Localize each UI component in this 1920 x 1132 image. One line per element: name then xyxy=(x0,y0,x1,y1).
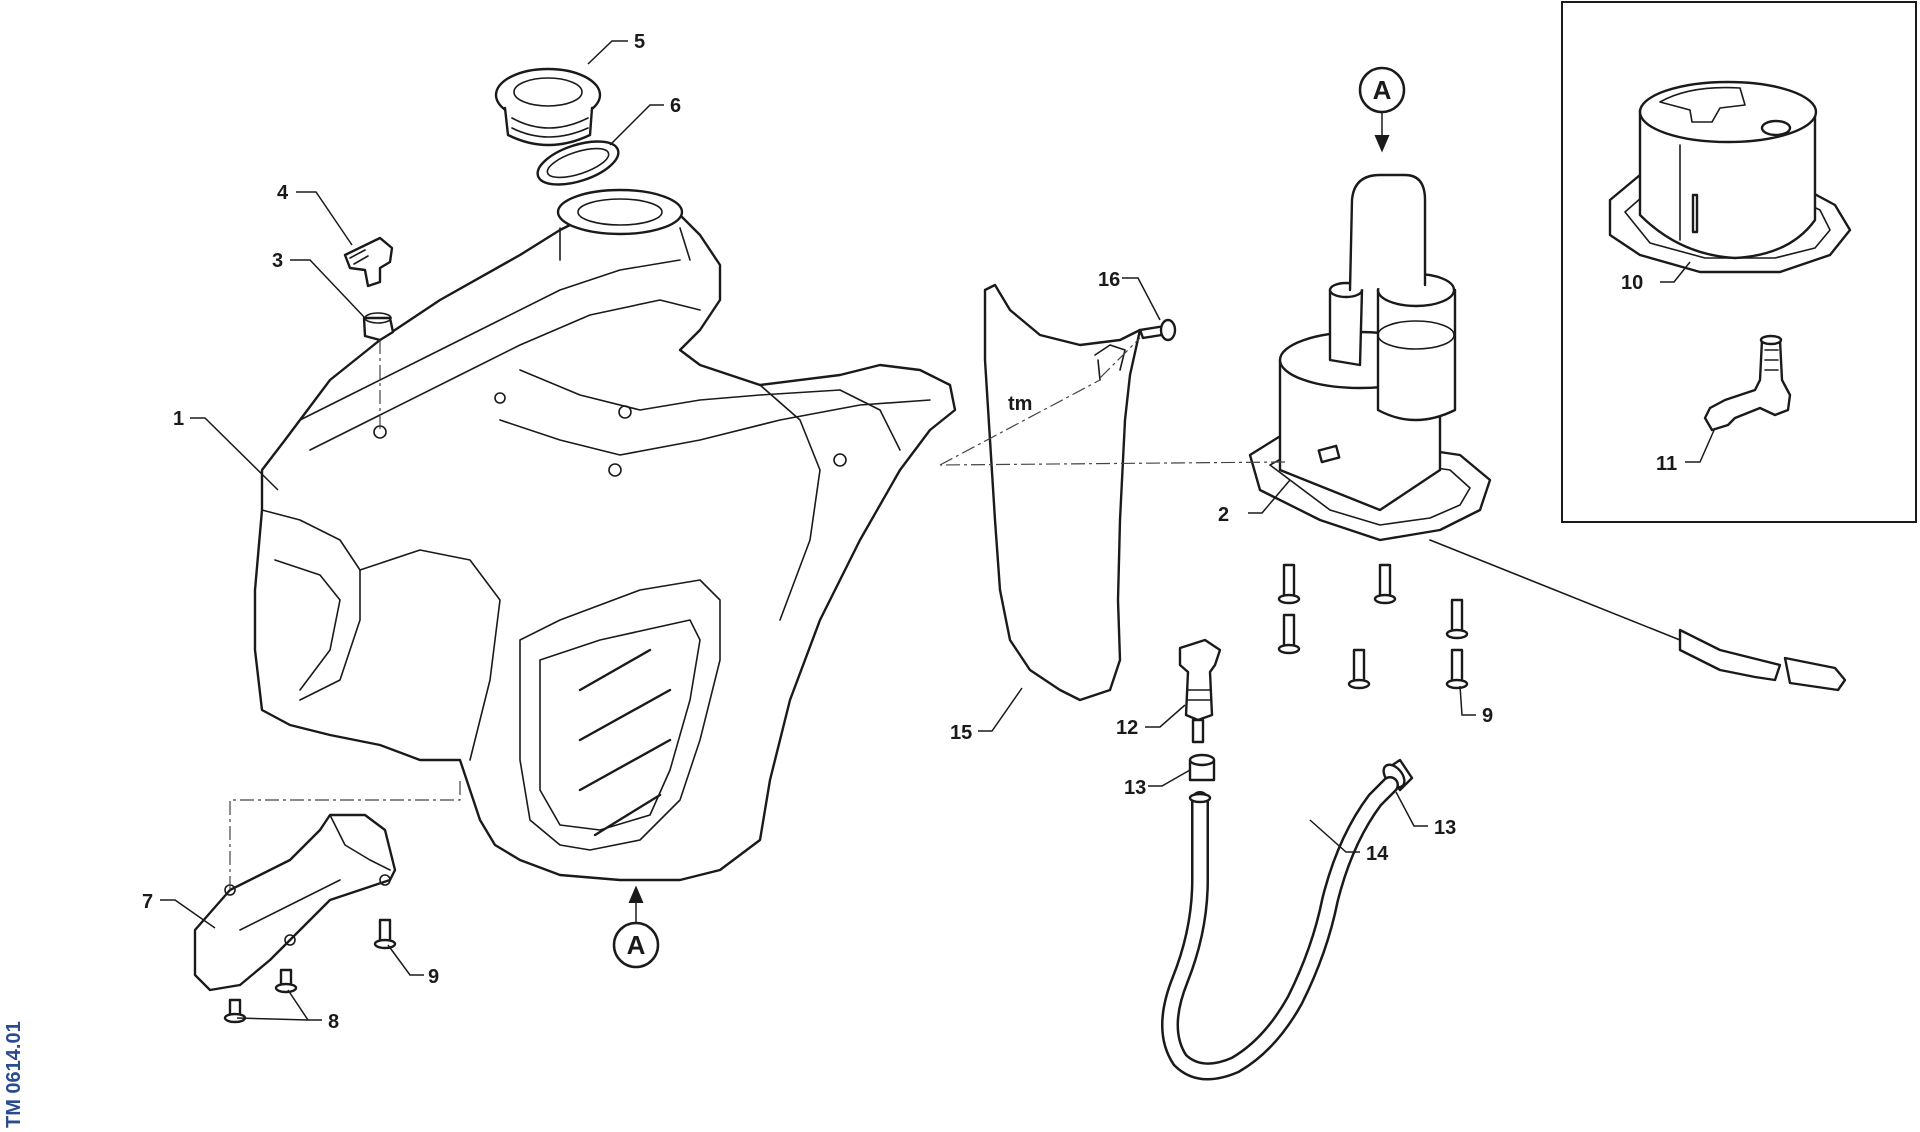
filler-cap xyxy=(494,67,602,147)
callout-1: 1 xyxy=(173,408,184,430)
pump-screws xyxy=(1277,563,1469,690)
inset-frame xyxy=(1561,1,1917,523)
leader-lines xyxy=(160,40,1716,1021)
tank-bracket xyxy=(193,813,397,992)
filler-gasket xyxy=(536,140,620,186)
svg-text:A: A xyxy=(627,930,646,960)
callout-6: 6 xyxy=(670,95,681,117)
callout-5: 5 xyxy=(634,31,645,53)
callout-2: 2 xyxy=(1218,504,1229,526)
bracket-screws xyxy=(223,918,397,1024)
view-marker-bottom: A xyxy=(612,885,660,969)
callout-4: 4 xyxy=(277,182,289,204)
breather-fitting xyxy=(343,236,394,288)
cover-screw xyxy=(1138,318,1177,342)
callout-13-left: 13 xyxy=(1124,777,1146,799)
svg-text:A: A xyxy=(1373,75,1392,105)
callout-9-bracket: 9 xyxy=(428,966,439,988)
pump-cover-guard: tm xyxy=(983,283,1142,702)
callout-16: 16 xyxy=(1098,269,1120,291)
elbow-fitting xyxy=(1703,334,1792,432)
callout-14: 14 xyxy=(1366,843,1389,865)
callout-9-pump: 9 xyxy=(1482,705,1493,727)
callout-12: 12 xyxy=(1116,717,1138,739)
fuel-tank xyxy=(253,188,957,882)
fuel-hose xyxy=(1161,776,1399,1081)
hose-clamp-left xyxy=(1188,753,1216,782)
pump-cover-cap xyxy=(1608,80,1852,274)
callout-8: 8 xyxy=(328,1011,339,1033)
figure-code: TM 0614.01 xyxy=(3,1021,25,1128)
cover-logo-text: tm xyxy=(1008,393,1032,415)
view-marker-top: A xyxy=(1358,66,1406,153)
callout-10: 10 xyxy=(1621,272,1643,294)
callout-7: 7 xyxy=(142,891,153,913)
callout-3: 3 xyxy=(272,250,283,272)
quick-connector xyxy=(1178,638,1222,744)
callout-15: 15 xyxy=(950,722,972,744)
grommet xyxy=(362,312,395,342)
callout-labels: 1 2 3 4 5 6 7 8 9 9 10 11 12 13 13 14 15… xyxy=(142,31,1677,1033)
fuel-pump-assembly xyxy=(1248,173,1847,692)
callout-11: 11 xyxy=(1656,453,1677,475)
callout-13-right: 13 xyxy=(1434,817,1456,839)
